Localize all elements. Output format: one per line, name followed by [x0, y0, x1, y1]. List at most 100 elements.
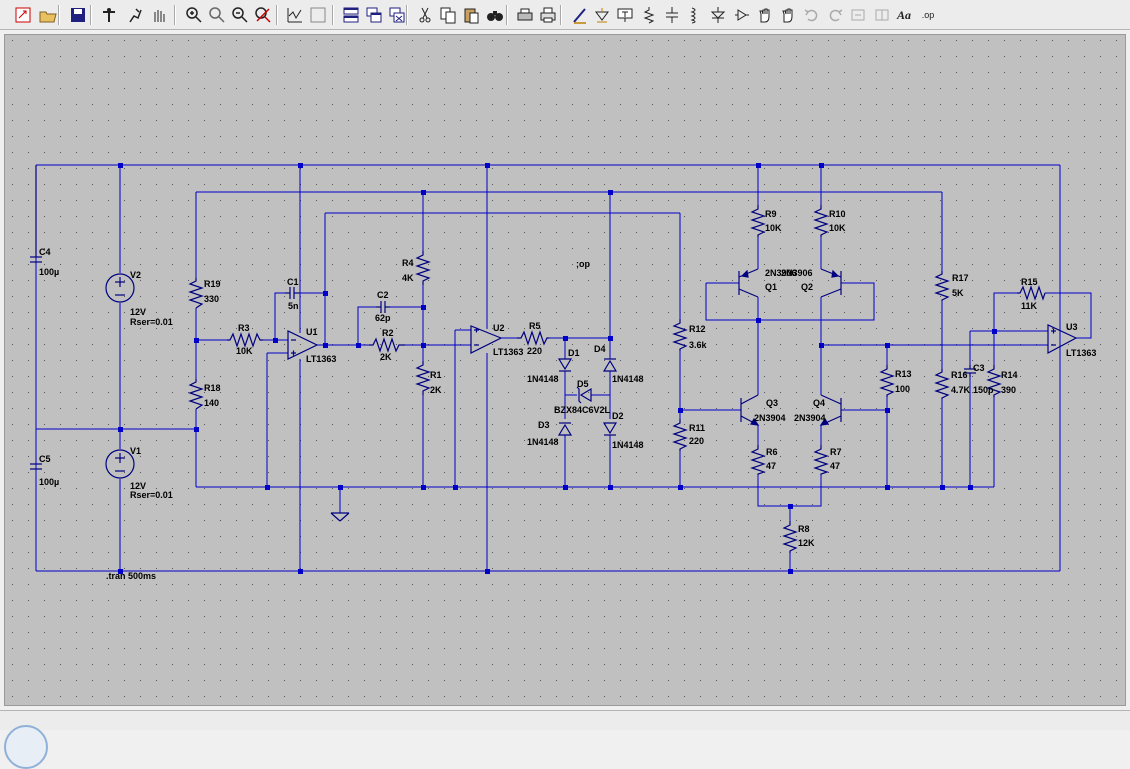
opamp-u1[interactable] [287, 330, 319, 360]
toolbar-separator [90, 5, 92, 25]
schematic-canvas[interactable]: C4 100µ C5 100µ V2 12V Rser=0.01 V1 12V … [4, 34, 1126, 706]
find-button[interactable] [484, 4, 506, 26]
resistor-r12[interactable] [672, 319, 688, 351]
label-r8: R8 [798, 524, 810, 534]
save-button[interactable] [67, 4, 89, 26]
voltage-source-v1[interactable] [105, 449, 135, 479]
tile-horizontal-button[interactable] [340, 4, 362, 26]
resistor-r1[interactable] [415, 361, 431, 395]
label-v2: V2 [130, 270, 141, 280]
resistor-r7[interactable] [813, 445, 829, 475]
inductor-button[interactable] [684, 4, 706, 26]
copy-button[interactable] [437, 4, 459, 26]
status-bar [0, 710, 1130, 769]
text-button[interactable]: Aa [893, 4, 915, 26]
voltage-source-v2[interactable] [105, 273, 135, 303]
move-button[interactable] [754, 4, 776, 26]
zoom-out-icon [232, 7, 248, 23]
paste-button[interactable] [460, 4, 482, 26]
zoom-in-button[interactable] [183, 4, 205, 26]
waveform-button[interactable] [307, 4, 329, 26]
undo-button[interactable] [801, 4, 823, 26]
diode-d4[interactable] [602, 358, 618, 372]
opamp-u2[interactable] [470, 325, 503, 354]
value-c4: 100µ [39, 267, 59, 277]
cut-button[interactable] [414, 4, 436, 26]
capacitor-c4[interactable] [30, 165, 42, 263]
transistor-q3[interactable] [740, 394, 760, 426]
redo-button[interactable] [824, 4, 846, 26]
resistor-r3[interactable] [227, 332, 263, 348]
run-button[interactable] [124, 4, 146, 26]
toolbar-separator [58, 5, 60, 25]
resistor-r8[interactable] [782, 521, 798, 553]
resistor-r5[interactable] [517, 330, 549, 346]
transistor-q1[interactable] [738, 268, 759, 298]
label-d2: D2 [612, 411, 624, 421]
zener-diode-d5[interactable] [576, 386, 592, 404]
value-c2: 62p [375, 313, 391, 323]
new-schematic-button[interactable] [12, 4, 34, 26]
mirror-button[interactable] [871, 4, 893, 26]
value-r6: 47 [766, 461, 776, 471]
label-button[interactable] [614, 4, 636, 26]
wire-button[interactable] [569, 4, 591, 26]
junction-dots [118, 163, 997, 574]
resistor-r19[interactable] [188, 278, 204, 309]
ground-button[interactable] [591, 4, 613, 26]
autoscale-button[interactable] [284, 4, 306, 26]
resistor-r18[interactable] [188, 379, 204, 410]
value-r14: 390 [1001, 385, 1016, 395]
resistor-r14[interactable] [986, 365, 1002, 397]
diode-d2[interactable] [602, 422, 618, 436]
find-icon [487, 11, 503, 21]
capacitor-c2[interactable] [376, 301, 390, 313]
resistor-r2[interactable] [369, 337, 405, 353]
zoom-pan-button[interactable] [206, 4, 228, 26]
label-r14: R14 [1001, 370, 1018, 380]
capacitor-button[interactable] [661, 4, 683, 26]
close-all-button[interactable] [386, 4, 408, 26]
resistor-r13[interactable] [879, 365, 895, 397]
capacitor-c3[interactable] [964, 365, 976, 377]
open-button[interactable] [37, 4, 59, 26]
diode-d1[interactable] [557, 358, 573, 372]
label-v1: V1 [130, 446, 141, 456]
transistor-q4[interactable] [819, 394, 842, 426]
component-button[interactable] [731, 4, 753, 26]
label-r12: R12 [689, 324, 706, 334]
text-icon: Aa [896, 7, 911, 22]
resistor-r10[interactable] [813, 205, 829, 237]
print-setup-button[interactable] [514, 4, 536, 26]
label-r3: R3 [238, 323, 250, 333]
capacitor-c1[interactable] [285, 287, 299, 299]
resistor-r17[interactable] [934, 271, 950, 301]
resistor-r9[interactable] [750, 205, 766, 237]
print-button[interactable] [537, 4, 559, 26]
spice-directive-button[interactable]: .op [917, 4, 939, 26]
drag-button[interactable] [777, 4, 799, 26]
resistor-r11[interactable] [672, 419, 688, 451]
value-r10: 10K [829, 223, 846, 233]
opamp-u3[interactable] [1047, 324, 1078, 355]
label-q1: Q1 [765, 282, 777, 292]
label-d5: D5 [577, 379, 589, 389]
halt-button[interactable] [148, 4, 170, 26]
diode-d3[interactable] [557, 422, 573, 436]
resistor-button[interactable] [638, 4, 660, 26]
control-panel-button[interactable] [98, 4, 120, 26]
value-u1: LT1363 [306, 354, 336, 364]
zoom-out-button[interactable] [229, 4, 251, 26]
rotate-button[interactable] [847, 4, 869, 26]
capacitor-c5[interactable] [30, 463, 42, 470]
transistor-q2[interactable] [820, 268, 842, 298]
resistor-r6[interactable] [750, 445, 766, 475]
resistor-r15[interactable] [1017, 285, 1046, 301]
zoom-fit-button[interactable] [252, 4, 274, 26]
value-r7: 47 [830, 461, 840, 471]
resistor-r16[interactable] [934, 369, 950, 399]
resistor-r4[interactable] [415, 251, 431, 285]
diode-button[interactable] [707, 4, 729, 26]
cascade-button[interactable] [363, 4, 385, 26]
inductor-icon [690, 7, 696, 24]
